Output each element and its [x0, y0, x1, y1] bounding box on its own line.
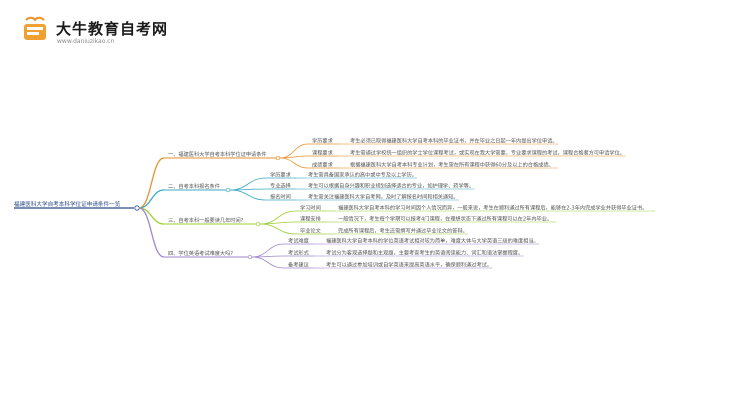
leaf-label: 考试形式 [288, 249, 310, 257]
leaf-connector [229, 189, 267, 201]
root-node-dot [134, 205, 140, 211]
leaf-label: 学历要求 [270, 171, 292, 179]
branch-label: 四、学位英语考试难度大吗? [168, 249, 233, 257]
detail-text: 考生可以通过参加培训或自学英语来提高英语水平，确保顺利通过考试。 [326, 261, 492, 269]
brand-domain: www.daniuzikao.cn [57, 38, 115, 45]
book-logo-icon [24, 16, 46, 40]
detail-text: 根据福建医科大学自考本科专业计划，考生需在所有课程中获得60分及以上的合格成绩。 [350, 161, 554, 169]
branch-label: 三、自考本科一般要读几年时间? [168, 216, 244, 224]
leaf-label: 备考建议 [288, 261, 310, 269]
branch-node-dot [255, 221, 261, 227]
leaf-label: 报名时间 [270, 193, 291, 201]
leaf-connector [259, 221, 297, 225]
detail-text: 考生需具备国家承认的高中或中专及以上学历。 [308, 171, 417, 179]
leaf-label: 考试难度 [288, 237, 309, 245]
leaf-label: 学习时间 [300, 204, 321, 212]
detail-text: 考生需通过学校统一组织的学士学位课程考试，或实现在我大学需要，专业要求课程的考试… [350, 149, 625, 157]
branch-connector [138, 207, 165, 258]
leaf-label: 学历要求 [312, 137, 334, 145]
branch-node-dot [275, 155, 281, 161]
leaf-connector [279, 157, 309, 169]
leaf-connector [251, 256, 285, 269]
brand-title: 大牛教育自考网 [56, 20, 169, 38]
detail-text: 福建医科大学自考本科的学位英语考试相对较为简单，难度大体与大学英语三级的难度相当… [326, 237, 539, 245]
detail-text: 福建医科大学自考本科的学习时间因个人情况而异，一般来说，考生在顺利通过所有课程后… [338, 204, 647, 212]
detail-text: 完成所有课程后，考生还需撰写并通过毕业论文的答辩。 [338, 227, 468, 235]
branch-label: 一、福建医科大学自考本科学位证申请条件 [168, 150, 267, 158]
leaf-connector [251, 243, 285, 258]
leaf-label: 成绩要求 [312, 161, 334, 169]
detail-text: 考生必须已取得福建医科大学自考本科的毕业证书，并在毕业之日起一年内提出学位申请。 [350, 137, 558, 145]
detail-text: 一般情况下，考生每个学期可以报考4门课程，在理想状态下通过所有课程可以在2年内毕… [338, 215, 552, 223]
leaf-label: 课程要求 [312, 149, 334, 157]
leaf-connector [279, 155, 309, 159]
leaf-connector [259, 223, 297, 235]
branch-label: 二、自考本科报名条件 [168, 182, 220, 190]
root-label: 福建医科大学自考本科学位证申请条件一览 [14, 200, 121, 208]
leaf-label: 毕业论文 [300, 227, 322, 235]
branch-node-dot [247, 254, 253, 260]
detail-text: 考试分为客观选择题和主观题，主要考查考生的英语阅读能力、词汇和语法掌握程度。 [326, 249, 523, 257]
branch-node-dot [225, 187, 231, 193]
detail-text: 考生可以根据自身兴趣和职业规划选择适合的专业，如护理学、药学等。 [308, 182, 474, 190]
leaf-connector [229, 177, 267, 191]
leaf-label: 专业选择 [270, 182, 292, 190]
detail-text: 考生需关注福建医科大学自考网，及时了解报名时间和相关通知。 [308, 193, 458, 201]
leaf-label: 课程安排 [300, 215, 321, 223]
branch-connector [138, 157, 165, 209]
branch-connector [138, 189, 165, 209]
